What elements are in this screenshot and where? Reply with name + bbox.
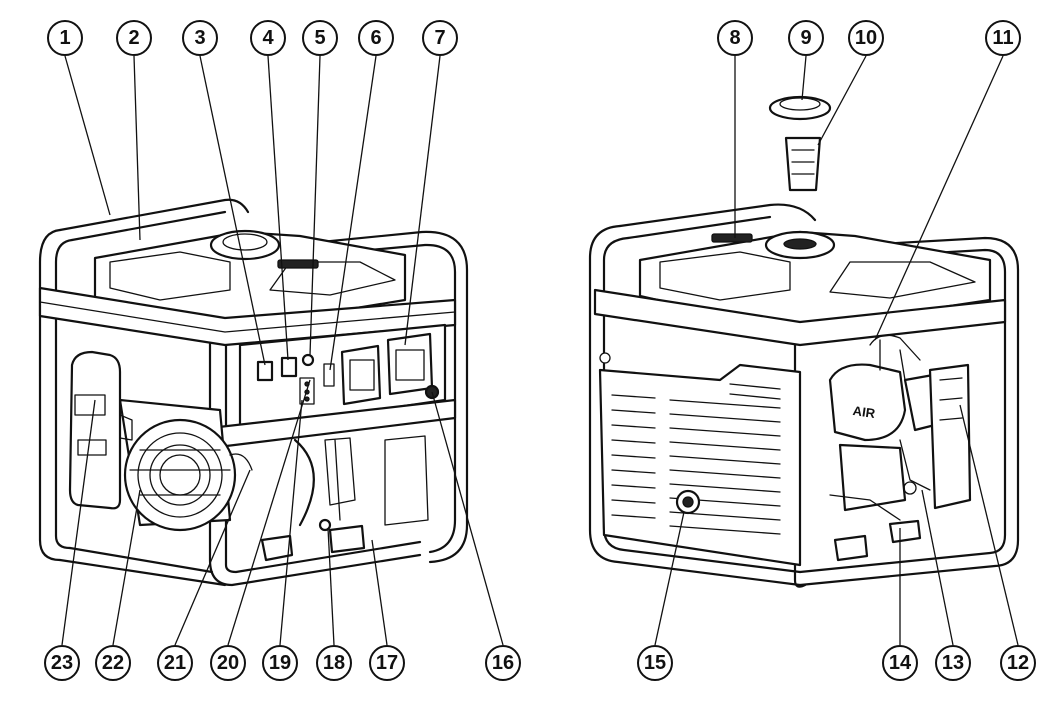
recoil-starter (123, 418, 237, 532)
svg-text:13: 13 (942, 652, 964, 674)
volt-meter (323, 363, 335, 387)
callout-19: 19 (262, 645, 298, 681)
fuel-strainer (784, 136, 822, 192)
svg-text:10: 10 (855, 27, 877, 49)
svg-text:15: 15 (644, 652, 666, 674)
callout-8: 8 (717, 20, 753, 56)
callout-5: 5 (302, 20, 338, 56)
svg-text:14: 14 (889, 652, 912, 674)
svg-text:11: 11 (992, 27, 1013, 49)
control-panel (238, 323, 447, 432)
callout-2: 2 (116, 20, 152, 56)
svg-text:4: 4 (262, 27, 274, 49)
tank-handle (711, 233, 753, 243)
svg-text:8: 8 (729, 27, 740, 49)
engine-rear: AIR (828, 334, 972, 521)
callout-15: 15 (637, 645, 673, 681)
svg-text:19: 19 (269, 652, 291, 674)
svg-text:12: 12 (1007, 652, 1029, 674)
generator-front-view (38, 198, 469, 587)
svg-text:20: 20 (217, 652, 239, 674)
alternator (384, 435, 429, 526)
fuel-cap-detached (768, 95, 832, 121)
foot-right (328, 524, 366, 554)
callout-1: 1 (47, 20, 83, 56)
louvered-side-panel (598, 352, 802, 567)
svg-text:6: 6 (370, 27, 381, 49)
callouts: 1 2 3 4 5 6 7 8 9 10 11 12 13 14 15 16 1… (44, 20, 1036, 681)
callout-16: 16 (485, 645, 521, 681)
air-filter-cover (68, 350, 133, 510)
svg-text:2: 2 (128, 27, 139, 49)
callout-12: 12 (1000, 645, 1036, 681)
svg-text:7: 7 (434, 27, 445, 49)
callout-21: 21 (157, 645, 193, 681)
generator-rear-view: AIR (588, 95, 1020, 588)
svg-text:16: 16 (492, 652, 514, 674)
callout-7: 7 (422, 20, 458, 56)
ac-breaker-2 (280, 356, 298, 378)
callout-4: 4 (250, 20, 286, 56)
callout-17: 17 (369, 645, 405, 681)
fuel-gauge (277, 259, 319, 269)
foot-left (260, 534, 294, 562)
svg-text:17: 17 (376, 652, 398, 674)
dc-breaker (301, 353, 315, 367)
foot-rear-left (833, 534, 869, 562)
callout-18: 18 (316, 645, 352, 681)
air-filter-housing (828, 363, 907, 442)
muffler-guard (928, 363, 972, 510)
callout-3: 3 (182, 20, 218, 56)
callout-23: 23 (44, 645, 80, 681)
svg-text:18: 18 (323, 652, 345, 674)
svg-text:21: 21 (164, 652, 186, 674)
callout-10: 10 (848, 20, 884, 56)
air-filter-label: AIR (852, 403, 877, 421)
engine (118, 398, 429, 532)
foot-rear-right (888, 519, 922, 544)
svg-text:3: 3 (194, 27, 205, 49)
svg-text:1: 1 (59, 27, 70, 49)
svg-text:9: 9 (800, 27, 811, 49)
callout-9: 9 (788, 20, 824, 56)
callout-14: 14 (882, 645, 918, 681)
fuel-cap (209, 229, 281, 261)
svg-text:22: 22 (102, 652, 124, 674)
callout-20: 20 (210, 645, 246, 681)
callout-22: 22 (95, 645, 131, 681)
callout-6: 6 (358, 20, 394, 56)
callout-13: 13 (935, 645, 971, 681)
svg-text:23: 23 (51, 652, 73, 674)
leader-lines (61, 55, 1019, 646)
callout-11: 11 (985, 20, 1021, 56)
svg-text:5: 5 (314, 27, 325, 49)
